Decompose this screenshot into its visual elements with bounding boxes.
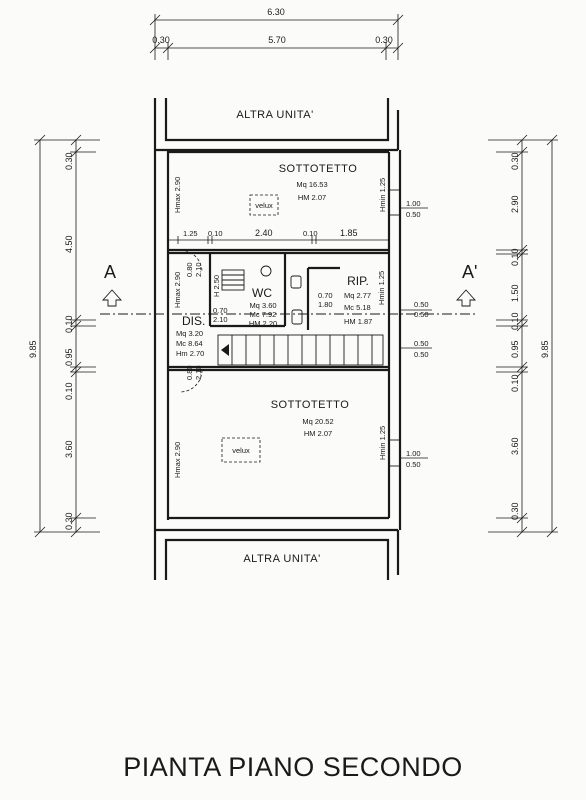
window-mid1-h: 0.50	[414, 310, 429, 319]
dim-top-total: 6.30	[267, 7, 285, 17]
toilet-icon	[290, 275, 302, 289]
top-neighbour-unit: ALTRA UNITA'	[153, 98, 400, 150]
door-upper-w: 0.80	[185, 262, 194, 277]
dim-right-seg-5: 0.10	[510, 312, 520, 330]
dim-left-seg-4: 0.95	[64, 348, 74, 366]
top-unit-label: ALTRA UNITA'	[236, 109, 313, 121]
door-wc-w: 0.70	[213, 306, 228, 315]
room-upper-hmin: Hmin 1.25	[378, 178, 387, 212]
wc-hm: HM 2.20	[249, 319, 277, 328]
section-right-arrow-icon	[455, 289, 477, 307]
section-right-label: A'	[462, 262, 477, 282]
room-upper-mq: Mq 16.53	[296, 180, 327, 189]
top-dimensions: 6.30 0.30 5.70 0.30	[149, 7, 404, 60]
wc-name: WC	[252, 286, 272, 300]
outer-walls	[153, 148, 402, 532]
dis-hm: Hm 2.70	[176, 349, 204, 358]
left-dimensions: 9.85 0.30 4.50 0.10 0.95 0.10 3.60 0.30	[28, 134, 100, 538]
window-upper-right: 1.00 0.50	[400, 199, 428, 219]
dim-inner-5: 1.85	[340, 228, 358, 238]
wc-mq: Mq 3.60	[249, 301, 276, 310]
rip-mq: Mq 2.77	[344, 291, 371, 300]
section-left-label: A	[104, 262, 116, 282]
rip-name: RIP.	[347, 274, 369, 288]
room-lower-hm: HM 2.07	[304, 429, 332, 438]
plan-title: PIANTA PIANO SECONDO	[123, 752, 463, 782]
window-mid1-w: 0.50	[414, 300, 429, 309]
wc-h: H 2.50	[212, 275, 221, 297]
velux-lower-label: velux	[232, 446, 250, 455]
room-lower-mq: Mq 20.52	[302, 417, 333, 426]
dim-inner-3: 2.40	[255, 228, 273, 238]
dis-hmax: Hmax 2.90	[173, 272, 182, 308]
bidet-icon	[291, 309, 303, 325]
section-marker-right: A'	[455, 262, 477, 307]
sink-icon	[260, 265, 272, 277]
dim-left-seg-1: 0.30	[64, 152, 74, 170]
room-upper-sottotetto: SOTTOTETTO Mq 16.53 HM 2.07 velux Hmax 2…	[173, 163, 387, 216]
dim-top-right: 0.30	[375, 35, 393, 45]
velux-lower-icon	[221, 437, 261, 463]
dim-inner-1: 1.25	[183, 229, 198, 238]
dim-inner-2: 0.10	[208, 229, 223, 238]
room-lower-hmin: Hmin 1.25	[378, 426, 387, 460]
bottom-neighbour-unit: ALTRA UNITA'	[153, 530, 400, 580]
dim-right-seg-4: 1.50	[510, 284, 520, 302]
rip-hmin: Hmin 1.25	[377, 271, 386, 305]
dim-left-seg-3: 0.10	[64, 315, 74, 333]
room-upper-hm: HM 2.07	[298, 193, 326, 202]
door-rip-h: 1.80	[318, 300, 333, 309]
door-lower-h: 2.10	[194, 365, 203, 380]
dim-right-seg-9: 0.30	[510, 502, 520, 520]
bottom-unit-label: ALTRA UNITA'	[243, 553, 320, 565]
window-mid-right: 0.50 0.50 0.50 0.50	[400, 300, 432, 359]
door-upper-h: 2.10	[194, 262, 203, 277]
dim-top-mid: 5.70	[268, 35, 286, 45]
section-left-arrow-icon	[101, 289, 123, 307]
rip-mc: Mc 5.18	[344, 303, 371, 312]
window-lower-h: 0.50	[406, 460, 421, 469]
window-lower-w: 1.00	[406, 449, 421, 458]
dim-right-seg-1: 0.30	[510, 152, 520, 170]
dis-name: DIS.	[182, 314, 205, 328]
dis-mc: Mc 8.64	[176, 339, 203, 348]
section-marker-left: A	[101, 262, 123, 307]
inner-dimension-row: 1.25 0.10 2.40 0.10 1.85	[168, 228, 389, 244]
dim-right-seg-8: 3.60	[510, 437, 520, 455]
middle-strip: 0.80 2.10 0.80 2.10 H 2.50 WC Mq 3.60 Mc…	[100, 248, 478, 393]
window-mid2-w: 0.50	[414, 339, 429, 348]
dim-left-seg-5: 0.10	[64, 382, 74, 400]
staircase	[217, 334, 384, 366]
window-lower-right: 1.00 0.50	[400, 449, 428, 469]
door-wc-h: 2.10	[213, 315, 228, 324]
rip-hm: HM 1.87	[344, 317, 372, 326]
window-mid2-h: 0.50	[414, 350, 429, 359]
dis-mq: Mq 3.20	[176, 329, 203, 338]
dim-right-seg-7: 0.10	[510, 374, 520, 392]
velux-upper-icon	[249, 194, 279, 216]
dim-top-left: 0.30	[152, 35, 170, 45]
room-lower-hmax: Hmax 2.90	[173, 442, 182, 478]
velux-upper-label: velux	[255, 201, 273, 210]
room-lower-sottotetto: SOTTOTETTO Mq 20.52 HM 2.07 velux Hmax 2…	[173, 399, 387, 478]
room-lower-name: SOTTOTETTO	[271, 399, 350, 411]
dim-left-seg-2: 4.50	[64, 235, 74, 253]
door-lower-w: 0.80	[185, 365, 194, 380]
room-upper-hmax: Hmax 2.90	[173, 177, 182, 213]
dim-left-total: 9.85	[28, 340, 38, 358]
dim-right-seg-6: 0.95	[510, 340, 520, 358]
door-rip-w: 0.70	[318, 291, 333, 300]
dim-left-seg-7: 0.30	[64, 512, 74, 530]
right-dimensions: 9.85 0.30 2.90 0.10 1.50 0.10 0.95 0.10 …	[488, 134, 558, 538]
dim-right-total: 9.85	[540, 340, 550, 358]
dim-left-seg-6: 3.60	[64, 440, 74, 458]
dim-inner-4: 0.10	[303, 229, 318, 238]
window-upper-h: 0.50	[406, 210, 421, 219]
dim-right-seg-3: 0.10	[510, 248, 520, 266]
room-upper-name: SOTTOTETTO	[279, 163, 358, 175]
dim-right-seg-2: 2.90	[510, 195, 520, 213]
window-upper-w: 1.00	[406, 199, 421, 208]
